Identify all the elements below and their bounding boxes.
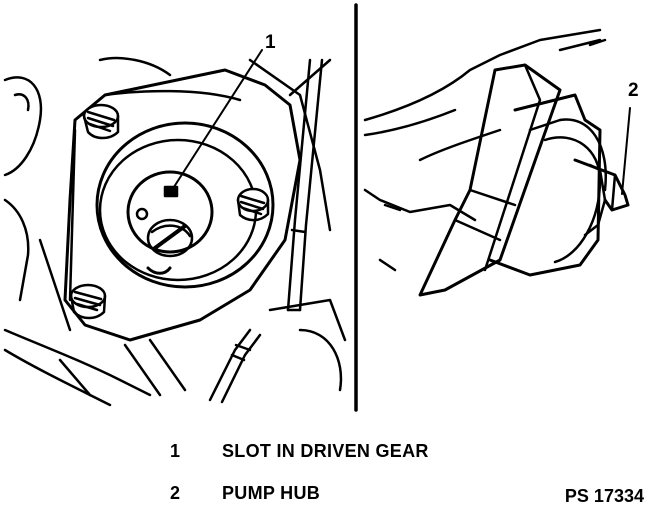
- legend-text: SLOT IN DRIVEN GEAR: [222, 441, 429, 461]
- legend-number: 1: [170, 441, 181, 461]
- callout-number-2: 2: [628, 80, 639, 101]
- driven-gear-slot: [163, 185, 179, 198]
- callout-1-leader: [171, 49, 263, 191]
- callout-2-leader: [621, 107, 631, 195]
- left-view-mounting-flange: [3, 49, 347, 407]
- legend-number: 2: [170, 483, 181, 503]
- legend-text: PUMP HUB: [222, 483, 321, 503]
- figure-code: PS 17334: [564, 486, 644, 506]
- driven-gear-hub: [126, 170, 214, 254]
- legend-row-2: 2 PUMP HUB: [170, 483, 320, 504]
- mounting-stud-upper-left: [82, 103, 120, 140]
- mounting-stud-right: [236, 187, 270, 222]
- mounting-stud-lower-left: [69, 283, 107, 320]
- callout-number-1: 1: [265, 32, 276, 53]
- flange-plate: [63, 68, 302, 342]
- pump-flange-plate: [418, 63, 562, 297]
- legend-row-1: 1 SLOT IN DRIVEN GEAR: [170, 441, 429, 462]
- right-view-pump-side: [363, 28, 631, 297]
- pump-hub: [573, 158, 630, 212]
